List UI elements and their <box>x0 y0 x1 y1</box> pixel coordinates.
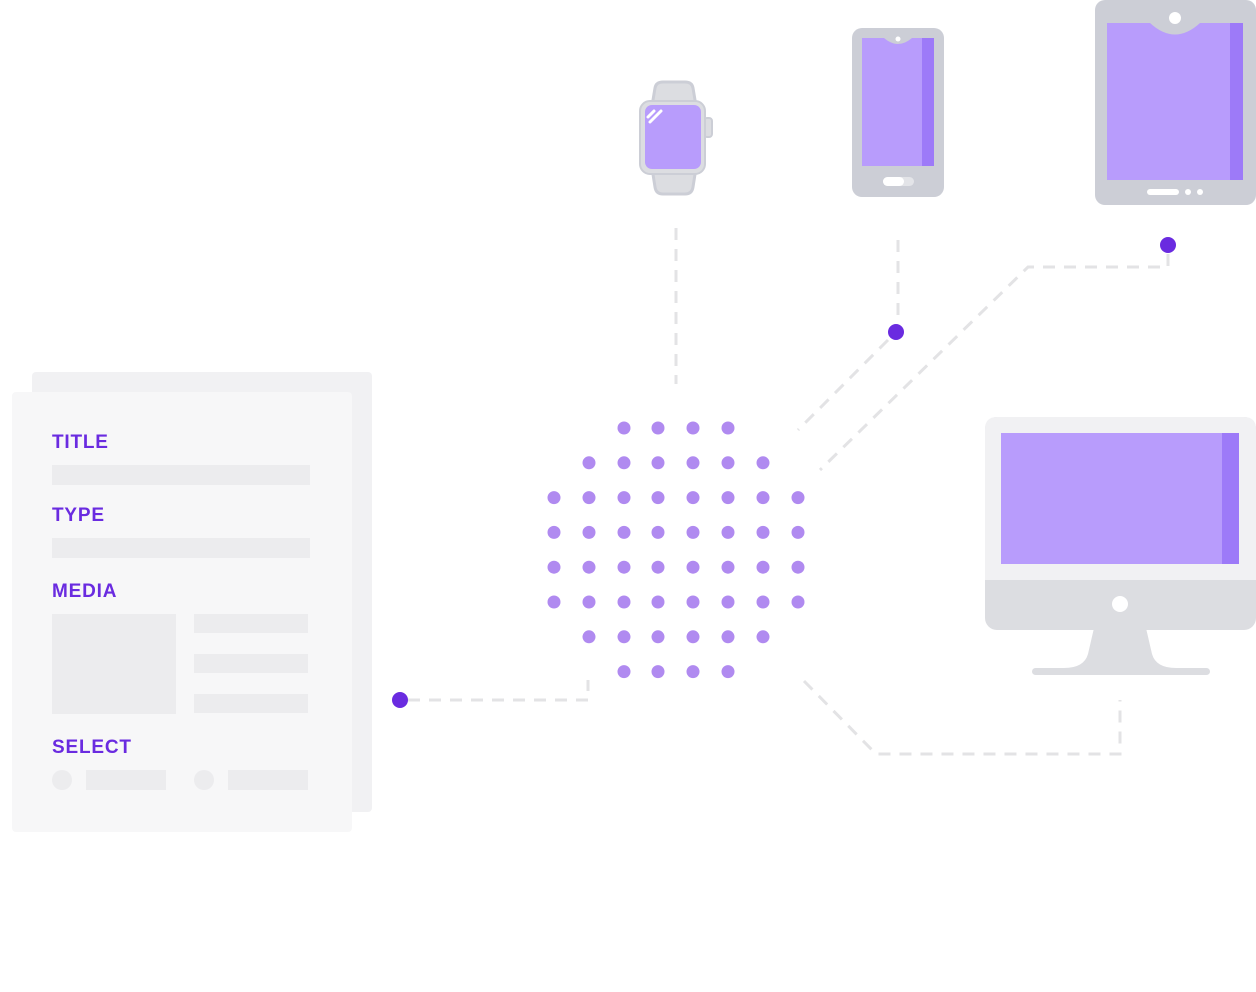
select-option-radio <box>52 770 72 790</box>
hub-dot <box>582 630 596 644</box>
type-label: TYPE <box>52 505 105 526</box>
select-option-line <box>86 770 166 790</box>
hub-dot <box>756 630 770 644</box>
hub-dot <box>617 456 631 470</box>
hub-dot <box>721 630 735 644</box>
connectors <box>408 228 1170 756</box>
hub-dot <box>547 560 561 574</box>
connector-form <box>408 680 590 702</box>
media-detail-line <box>194 694 308 713</box>
hub-dot <box>721 665 735 679</box>
type-field <box>52 538 310 558</box>
hub-dot <box>582 595 596 609</box>
hub-dot <box>721 491 735 505</box>
hub-dot <box>686 665 700 679</box>
hub-dot <box>617 560 631 574</box>
endpoints <box>392 237 1176 708</box>
hub-dot <box>582 491 596 505</box>
title-field <box>52 465 310 485</box>
hub-dot <box>651 630 665 644</box>
media-detail-line <box>194 654 308 673</box>
hub-dot <box>756 525 770 539</box>
hub-dot <box>721 525 735 539</box>
hub-dot <box>756 491 770 505</box>
hub-dot <box>721 456 735 470</box>
endpoint-dot <box>888 324 904 340</box>
media-detail-line <box>194 614 308 633</box>
hub-dot <box>686 491 700 505</box>
hub-dot <box>686 560 700 574</box>
select-option-radio <box>194 770 214 790</box>
endpoint-dot <box>392 692 408 708</box>
hub-dot <box>791 560 805 574</box>
hub-dot <box>756 595 770 609</box>
hub-dot <box>582 456 596 470</box>
content-hub-dots <box>547 421 805 679</box>
title-label: TITLE <box>52 432 109 453</box>
hub-dot <box>686 525 700 539</box>
hub-dot <box>651 560 665 574</box>
select-option-line <box>228 770 308 790</box>
select-label: SELECT <box>52 737 132 758</box>
hub-dot <box>686 630 700 644</box>
hub-dot <box>721 560 735 574</box>
hub-dot <box>617 630 631 644</box>
endpoint-dot <box>1160 237 1176 253</box>
hub-dot <box>547 491 561 505</box>
hub-dot <box>617 665 631 679</box>
hub-dot <box>547 595 561 609</box>
hub-dot <box>617 595 631 609</box>
desktop-monitor-icon <box>985 417 1256 675</box>
hub-dot <box>651 665 665 679</box>
connector-desktop <box>802 679 1122 756</box>
hub-dot <box>791 595 805 609</box>
hub-dot <box>617 421 631 435</box>
hub-dot <box>721 421 735 435</box>
content-form-card: TITLE TYPE MEDIA SELECT <box>12 392 352 832</box>
hub-dot <box>756 560 770 574</box>
hub-dot <box>617 525 631 539</box>
hub-dot <box>547 525 561 539</box>
connector-tablet <box>818 254 1170 472</box>
media-thumbnail <box>52 614 176 714</box>
hub-dot <box>686 456 700 470</box>
hub-dot <box>617 491 631 505</box>
media-label: MEDIA <box>52 581 118 602</box>
tablet-icon <box>1095 0 1256 205</box>
hub-dot <box>582 525 596 539</box>
hub-dot <box>651 456 665 470</box>
connector-phone <box>796 240 900 432</box>
hub-dot <box>756 456 770 470</box>
hub-dot <box>791 525 805 539</box>
hub-dot <box>686 595 700 609</box>
hub-dot <box>582 560 596 574</box>
hub-dot <box>791 491 805 505</box>
hub-dot <box>721 595 735 609</box>
hub-dot <box>651 421 665 435</box>
hub-dot <box>651 525 665 539</box>
smartwatch-icon <box>639 80 713 196</box>
hub-dot <box>686 421 700 435</box>
smartphone-icon <box>852 28 944 197</box>
hub-dot <box>651 595 665 609</box>
hub-dot <box>651 491 665 505</box>
